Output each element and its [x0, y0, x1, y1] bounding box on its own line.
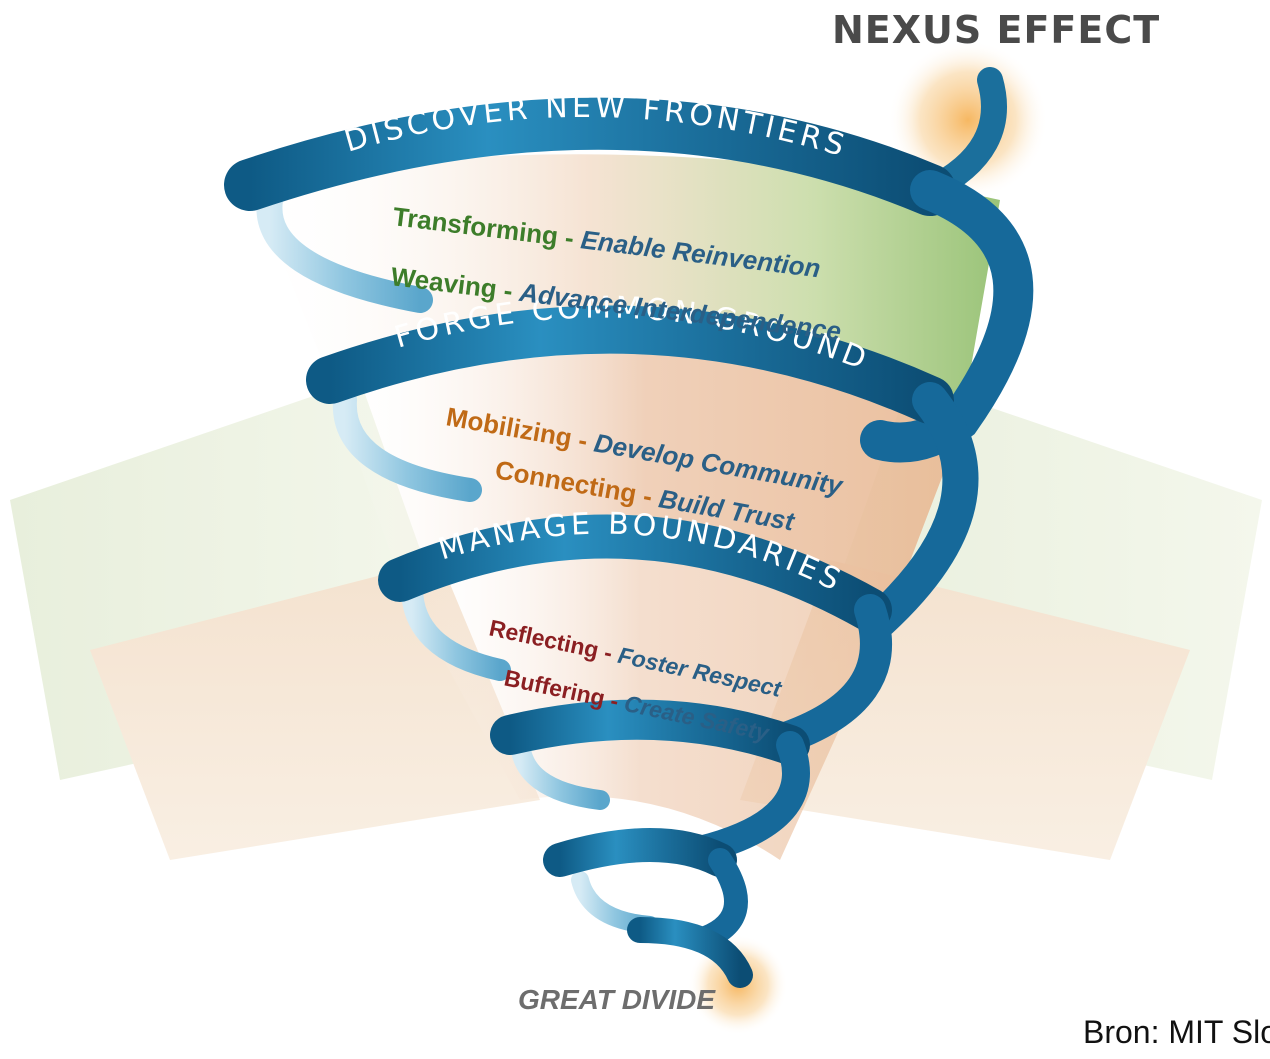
bottom-label: GREAT DIVIDE [518, 984, 716, 1015]
source-note: Bron: MIT Slo [1083, 1014, 1270, 1050]
spiral-ribbon [224, 67, 1034, 988]
top-glow [888, 40, 1048, 200]
diagram-title: NEXUS EFFECT [832, 8, 1161, 52]
